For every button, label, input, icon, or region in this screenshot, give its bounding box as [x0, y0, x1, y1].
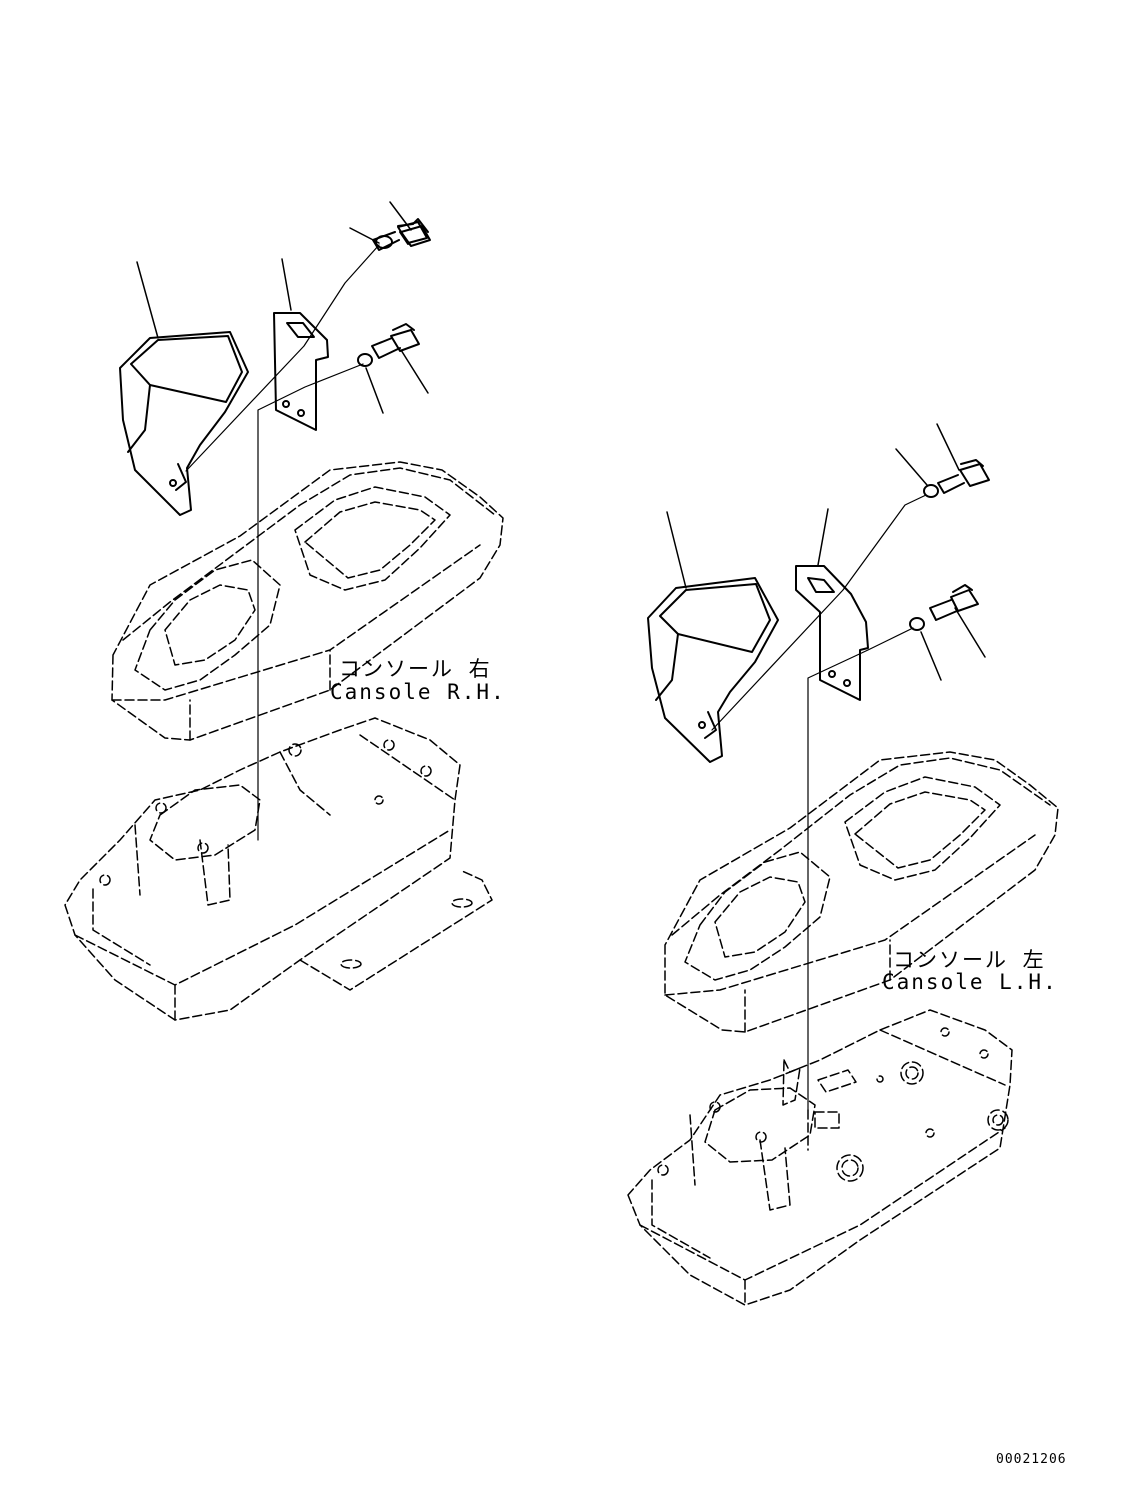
bracket-lh — [795, 565, 869, 701]
leader-washer-upper-lh — [895, 448, 928, 486]
bolt-upper-rh — [397, 218, 431, 247]
leader-bolt-lower-rh — [400, 349, 429, 394]
leader-bracket-rh — [281, 258, 292, 311]
label-console-lh-en: Cansole L.H. — [882, 970, 1058, 994]
console-rh-assembly — [64, 201, 504, 1021]
label-console-rh-jp: コンソール 右 — [339, 657, 492, 681]
assembly-line-rh-1 — [185, 244, 380, 472]
drawing-number: 00021206 — [996, 1452, 1067, 1467]
leader-washer-lower-lh — [920, 631, 942, 681]
washer-upper-lh — [923, 484, 939, 498]
console-shell-rh — [111, 461, 504, 741]
leader-bolt-upper-rh — [389, 201, 412, 231]
bolt-lower-lh — [950, 584, 979, 612]
console-frame-rh — [64, 717, 493, 1021]
console-shell-lh — [664, 751, 1059, 1033]
leader-washer-lower-rh — [365, 367, 384, 414]
bolt-shank-upper-lh — [937, 474, 965, 494]
label-console-rh-en: Cansole R.H. — [330, 680, 506, 704]
leader-bolt-lower-lh — [954, 607, 986, 658]
leader-bracket-lh — [817, 508, 829, 566]
leader-cover-rh — [136, 261, 159, 339]
assembly-line-lh-1 — [711, 494, 927, 731]
washer-lower-lh — [909, 617, 925, 631]
console-lh-assembly — [627, 423, 1059, 1306]
cover-rh — [119, 331, 249, 516]
bolt-shank-lower-lh — [929, 599, 958, 621]
leader-washer-upper-rh — [349, 227, 380, 244]
label-console-lh-jp: コンソール 左 — [893, 948, 1046, 972]
washer-lower-rh — [357, 353, 373, 367]
console-frame-lh — [627, 1009, 1013, 1306]
assembly-line-rh-2 — [257, 363, 364, 841]
bolt-upper-lh — [959, 459, 990, 487]
bolt-shank-lower-rh — [371, 337, 401, 359]
bolt-lower-rh — [390, 323, 420, 352]
cover-lh — [647, 577, 779, 763]
leader-bolt-upper-lh — [936, 423, 960, 471]
assembly-line-lh-2 — [807, 627, 914, 1111]
bracket-rh — [273, 312, 329, 431]
leader-cover-lh — [666, 511, 687, 589]
